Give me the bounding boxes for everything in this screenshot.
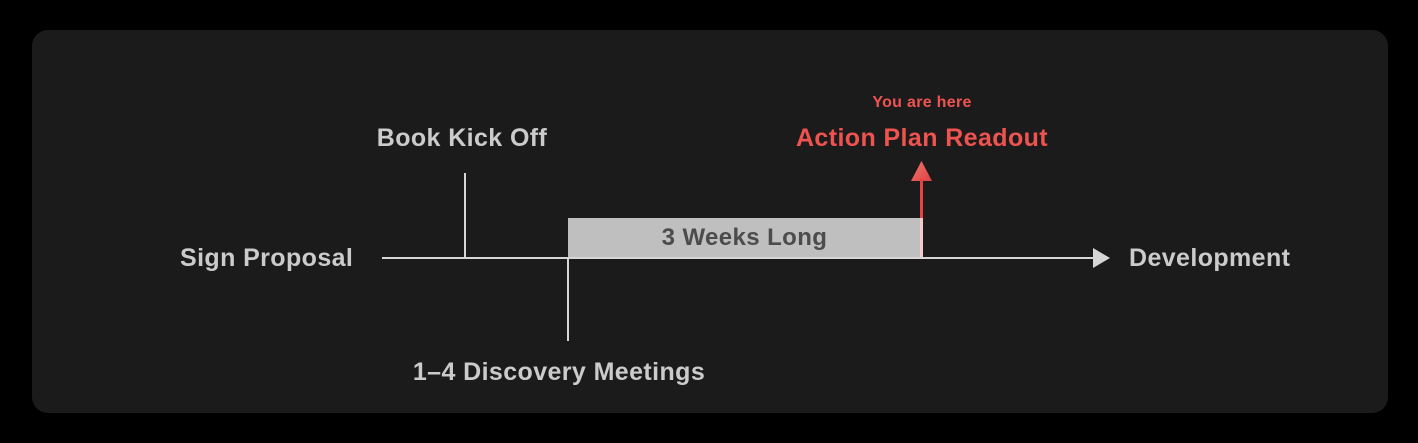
discovery-label: 1–4 Discovery Meetings	[412, 358, 706, 386]
marker-stem-over-bar	[920, 218, 923, 257]
kickoff-label: Book Kick Off	[376, 124, 548, 152]
marker-stem	[920, 179, 923, 218]
discovery-tick	[567, 258, 569, 341]
timeline-card: Sign Proposal Development Book Kick Off …	[32, 30, 1388, 413]
duration-label: 3 Weeks Long	[661, 223, 828, 251]
marker-arrowhead-icon	[911, 161, 932, 181]
end-label: Development	[1129, 244, 1291, 272]
start-label: Sign Proposal	[180, 244, 354, 272]
kickoff-tick	[464, 173, 466, 258]
marker-label: Action Plan Readout	[795, 124, 1049, 152]
duration-bar: 3 Weeks Long	[568, 218, 921, 257]
timeline-arrowhead-icon	[1093, 248, 1110, 268]
timeline-line	[382, 257, 1094, 259]
marker-eyebrow: You are here	[872, 94, 972, 111]
